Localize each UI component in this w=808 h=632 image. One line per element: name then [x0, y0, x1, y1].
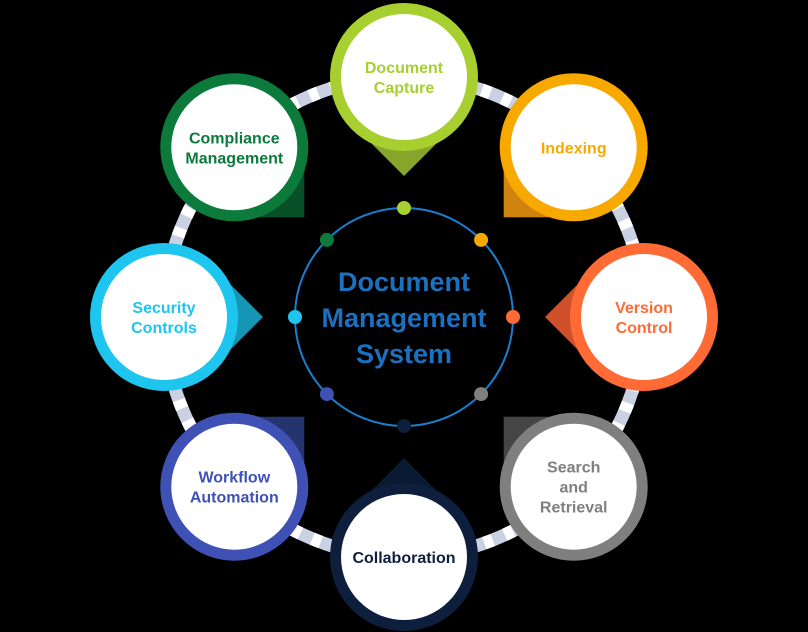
- node-label: and: [559, 480, 587, 497]
- inner-ring: [288, 201, 520, 433]
- node-circle: [160, 73, 309, 222]
- node-collaboration[interactable]: Collaboration: [330, 458, 478, 631]
- inner-dot-search-and-retrieval: [474, 387, 489, 402]
- node-circle: [570, 243, 718, 391]
- node-label: Automation: [190, 490, 279, 507]
- node-indexing[interactable]: Indexing: [499, 73, 648, 222]
- node-label: Document: [365, 60, 444, 77]
- inner-dot-workflow-automation: [319, 387, 334, 402]
- inner-dot-security-controls: [288, 310, 302, 324]
- center-title-line: System: [356, 339, 452, 369]
- node-label: Security: [132, 300, 195, 317]
- node-label: Version: [615, 300, 673, 317]
- center-title-line: Management: [321, 303, 486, 333]
- inner-dot-compliance-management: [319, 232, 334, 247]
- center-title-line: Document: [338, 267, 470, 297]
- node-label: Indexing: [541, 140, 607, 157]
- node-label: Retrieval: [540, 500, 608, 517]
- node-circle: [499, 412, 648, 561]
- feature-nodes: DocumentCaptureIndexingVersionControlSea…: [90, 3, 718, 631]
- node-circle: [330, 483, 478, 631]
- node-circle: [330, 3, 478, 151]
- node-label: Search: [547, 460, 600, 477]
- node-label: Compliance: [189, 130, 280, 147]
- node-label: Collaboration: [352, 550, 455, 567]
- node-label: Management: [185, 150, 283, 167]
- node-circle: [499, 73, 648, 222]
- node-circle: [90, 243, 238, 391]
- node-label: Controls: [131, 320, 197, 337]
- inner-dot-indexing: [474, 232, 489, 247]
- node-label: Workflow: [198, 470, 270, 487]
- inner-dot-document-capture: [397, 201, 411, 215]
- inner-dot-collaboration: [397, 419, 411, 433]
- inner-dot-version-control: [506, 310, 520, 324]
- node-circle: [160, 412, 309, 561]
- node-label: Control: [616, 320, 673, 337]
- node-label: Capture: [374, 80, 435, 97]
